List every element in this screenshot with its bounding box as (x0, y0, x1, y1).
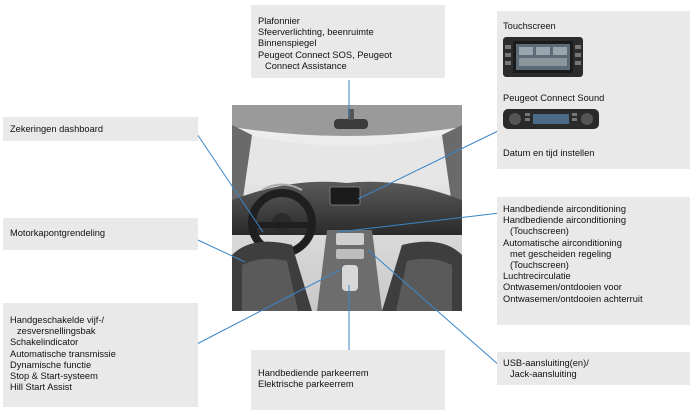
callout-item: Plafonnier (258, 16, 300, 26)
car-interior-illustration (232, 105, 462, 311)
touchscreen-image (503, 37, 583, 77)
callout-item: Handbediende airconditioning (503, 204, 627, 214)
callout-item: Jack-aansluiting (510, 369, 577, 380)
callout-item: Connect Assistance (265, 60, 347, 71)
callout-item: Luchtrecirculatie (503, 271, 571, 282)
callout-bonnet-release: Motorkapontgrendeling (3, 218, 198, 250)
peugeot-connect-sound-label: Peugeot Connect Sound (503, 93, 605, 103)
callout-item: Motorkapontgrendeling (10, 228, 106, 238)
callout-air-conditioning: Handbediende airconditioning Handbediend… (497, 197, 690, 325)
radio-image (503, 109, 599, 129)
callout-item: Binnenspiegel (258, 38, 317, 49)
callout-item: Hill Start Assist (10, 382, 72, 393)
callout-item: Elektrische parkeerrem (258, 379, 354, 390)
callout-item: Automatische airconditioning (503, 237, 622, 248)
callout-item: Ontwasemen/ontdooien achterruit (503, 293, 643, 304)
touchscreen-title: Touchscreen (503, 21, 556, 31)
callout-parking-brake: Handbediende parkeerrem Elektrische park… (251, 350, 445, 410)
callout-dashboard-fuses: Zekeringen dashboard (3, 117, 198, 141)
callout-item: Dynamische functie (10, 359, 92, 370)
callout-item: Peugeot Connect SOS, Peugeot (258, 49, 392, 60)
date-time-label: Datum en tijd instellen (503, 148, 595, 158)
callout-gearbox: Handgeschakelde vijf-/ zesversnellingsba… (3, 303, 198, 407)
callout-item: Sfeerverlichting, beenruimte (258, 27, 374, 38)
callout-touchscreen: Touchscreen Peugeot Connect Sound Datum … (497, 11, 690, 169)
callout-item: Handbediende airconditioning (503, 215, 627, 226)
callout-item: (Touchscreen) (510, 260, 569, 271)
callout-item: Handbediende parkeerrem (258, 368, 369, 378)
callout-item: Handgeschakelde vijf-/ (10, 315, 105, 325)
callout-item: USB-aansluiting(en)/ (503, 358, 589, 368)
callout-item: Automatische transmissie (10, 348, 116, 359)
callout-item: Ontwasemen/ontdooien voor (503, 282, 622, 293)
callout-interior-lighting: Plafonnier Sfeerverlichting, beenruimte … (251, 5, 445, 78)
callout-item: Zekeringen dashboard (10, 124, 104, 134)
callout-usb-jack: USB-aansluiting(en)/ Jack-aansluiting (497, 352, 690, 385)
callout-item: Stop & Start-systeem (10, 371, 98, 382)
callout-item: Schakelindicator (10, 337, 79, 348)
callout-item: (Touchscreen) (510, 226, 569, 237)
callout-item: zesversnellingsbak (17, 326, 96, 337)
callout-item: met gescheiden regeling (510, 248, 612, 259)
